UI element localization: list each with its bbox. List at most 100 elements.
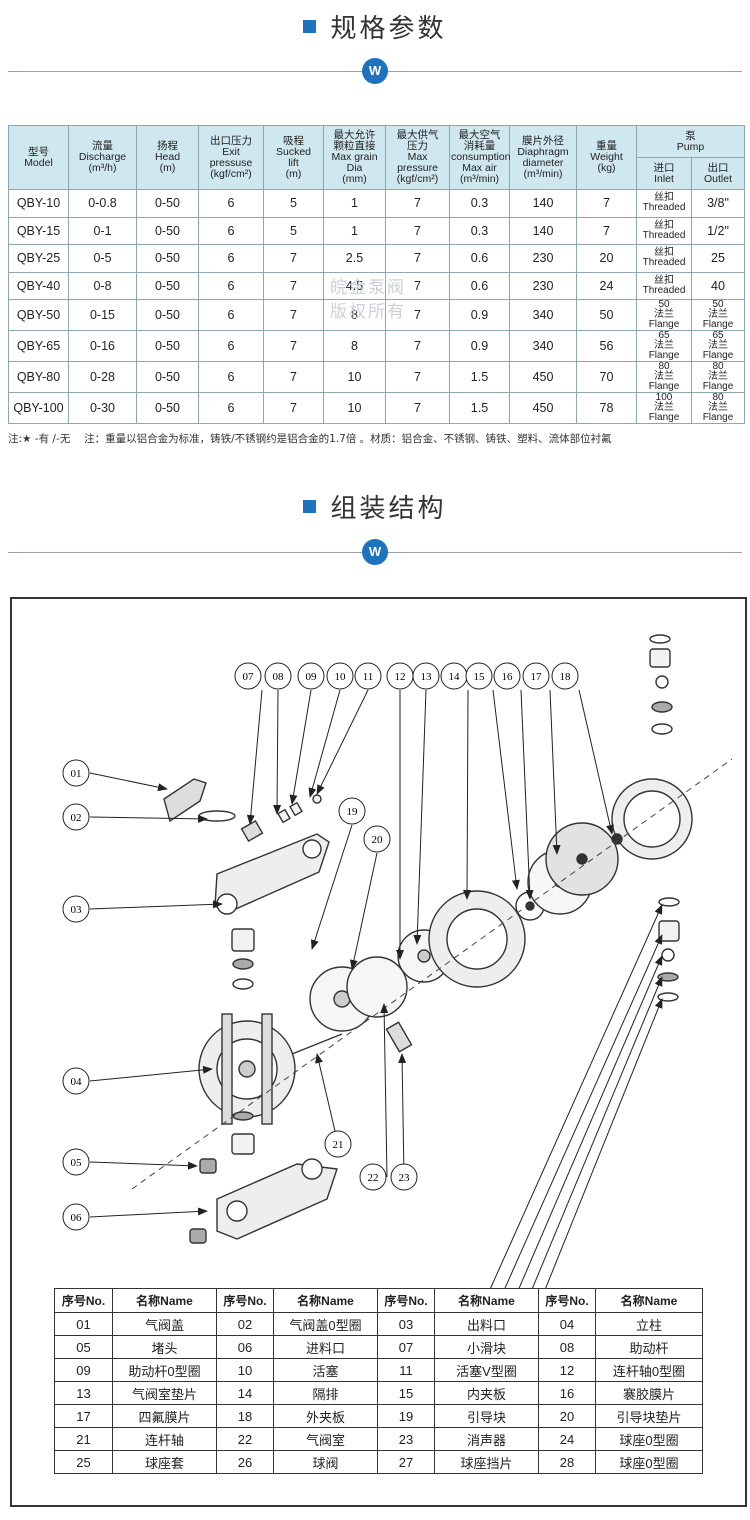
cell-exit: 6 xyxy=(198,216,264,245)
leader-line xyxy=(316,689,369,795)
cell-discharge: 0-28 xyxy=(68,361,137,393)
axis-line xyxy=(131,758,733,1190)
callout-circle xyxy=(493,662,521,690)
callout-10: 10 xyxy=(308,662,354,798)
leader-line xyxy=(398,1053,407,1178)
cell-exit: 6 xyxy=(198,271,264,300)
cell-exit: 6 xyxy=(198,299,264,331)
part-name: 助动杆 xyxy=(595,1335,703,1359)
part-name: 活塞 xyxy=(273,1358,378,1382)
callout-14: 14 xyxy=(440,662,472,900)
cell-pressure: 7 xyxy=(385,216,450,245)
leader-line xyxy=(492,689,520,890)
callout-circle xyxy=(551,662,579,690)
callout-21: 21 xyxy=(315,1053,352,1158)
cell-model: QBY-80 xyxy=(8,361,69,393)
part-name: 隔排 xyxy=(273,1381,378,1405)
part-number: 09 xyxy=(54,1358,113,1382)
callout-circle xyxy=(326,662,354,690)
callout-label: 14 xyxy=(449,671,461,683)
cell-model: QBY-25 xyxy=(8,244,69,273)
leader-line xyxy=(89,1161,198,1170)
part-number: 21 xyxy=(54,1427,113,1451)
callout-label: 11 xyxy=(363,671,374,683)
part-name: 连杆轴0型圈 xyxy=(595,1358,703,1382)
cell-discharge: 0-8 xyxy=(68,271,137,300)
callout-label: 17 xyxy=(531,671,543,683)
leader-line xyxy=(89,1065,213,1082)
cell-lift: 5 xyxy=(263,189,324,218)
leader-line xyxy=(474,904,663,1324)
callout-label: 01 xyxy=(71,768,82,780)
callout-04: 04 xyxy=(62,1065,213,1095)
parts-header: 序号No. xyxy=(54,1288,113,1313)
part-name: 立柱 xyxy=(595,1312,703,1336)
callout-circle xyxy=(522,662,550,690)
callout-label: 04 xyxy=(71,1076,83,1088)
cell-exit: 6 xyxy=(198,189,264,218)
parts-header: 名称Name xyxy=(595,1288,703,1313)
cell-pressure: 7 xyxy=(385,392,450,424)
cell-exit: 6 xyxy=(198,361,264,393)
cell-discharge: 0-15 xyxy=(68,299,137,331)
part-number: 14 xyxy=(216,1381,274,1405)
part-number: 28 xyxy=(538,1450,596,1474)
callout-label: 03 xyxy=(71,904,83,916)
part-number: 08 xyxy=(538,1335,596,1359)
cell-weight: 70 xyxy=(576,361,637,393)
part-number: 17 xyxy=(54,1404,113,1428)
part-number: 24 xyxy=(538,1427,596,1451)
callout-circle xyxy=(62,759,90,787)
callout-label: 22 xyxy=(368,1172,379,1184)
cell-model: QBY-65 xyxy=(8,330,69,362)
part-number: 16 xyxy=(538,1381,596,1405)
cell-discharge: 0-30 xyxy=(68,392,137,424)
watermark: 皖金泵阀 版权所有 xyxy=(330,278,406,322)
part-name: 消声器 xyxy=(434,1427,539,1451)
parts-header: 名称Name xyxy=(434,1288,539,1313)
cell-head: 0-50 xyxy=(136,361,199,393)
leader-line xyxy=(289,689,312,805)
cell-air: 0.3 xyxy=(449,189,510,218)
callout-20: 20 xyxy=(349,825,391,970)
part-name: 助动杆0型圈 xyxy=(112,1358,217,1382)
cell-model: QBY-10 xyxy=(8,189,69,218)
cell-discharge: 0-16 xyxy=(68,330,137,362)
part-name: 气阀室垫片 xyxy=(112,1381,217,1405)
part-number: 05 xyxy=(54,1335,113,1359)
callout-label: 20 xyxy=(372,834,384,846)
cell-air: 0.3 xyxy=(449,216,510,245)
callout-circle xyxy=(62,803,90,831)
cell-exit: 6 xyxy=(198,244,264,273)
cell-model: QBY-100 xyxy=(8,392,69,424)
leader-line xyxy=(273,689,282,815)
leader-line xyxy=(413,689,427,945)
callout-circle xyxy=(62,895,90,923)
callout-label: 12 xyxy=(395,671,406,683)
callout-label: 09 xyxy=(306,671,318,683)
callout-05: 05 xyxy=(62,1148,198,1176)
cell-pressure: 7 xyxy=(385,189,450,218)
cell-exit: 6 xyxy=(198,330,264,362)
part-name: 内夹板 xyxy=(434,1381,539,1405)
cell-model: QBY-40 xyxy=(8,271,69,300)
callout-18: 18 xyxy=(551,662,614,835)
callout-label: 23 xyxy=(399,1172,411,1184)
part-name: 进料口 xyxy=(273,1335,378,1359)
part-name: 球座挡片 xyxy=(434,1450,539,1474)
cell-weight: 24 xyxy=(576,271,637,300)
cell-head: 0-50 xyxy=(136,271,199,300)
